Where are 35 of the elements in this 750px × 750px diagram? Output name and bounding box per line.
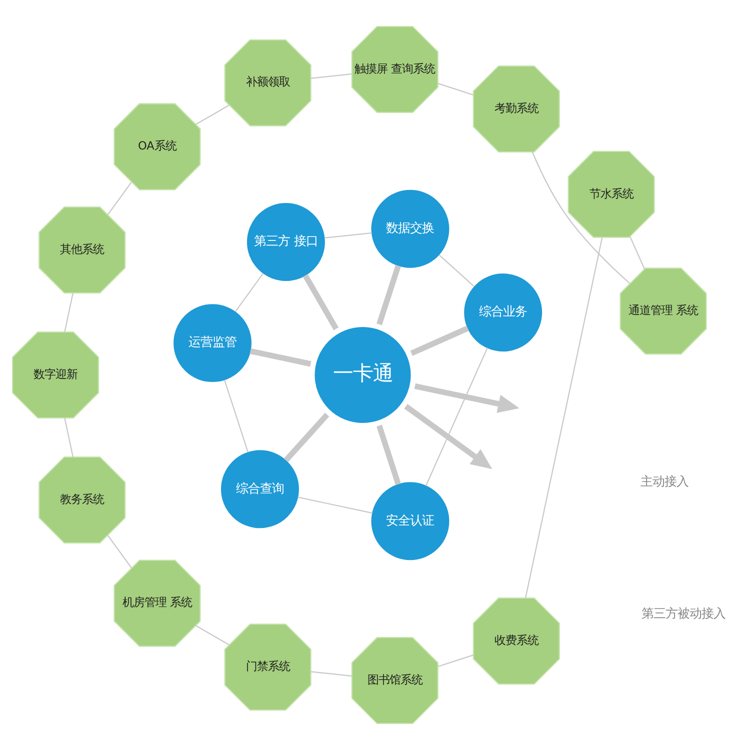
node-circle: 一卡通: [314, 326, 412, 424]
connector: [107, 182, 132, 215]
node-circle: 数据交换: [371, 190, 450, 268]
node-circle: 安全认证: [371, 482, 450, 560]
label: 主动接入: [640, 474, 688, 489]
connector: [630, 236, 646, 270]
connector: [64, 418, 74, 457]
connector: [525, 238, 603, 598]
connector: [310, 671, 352, 677]
connector: [310, 73, 352, 79]
connector: [376, 264, 401, 326]
arrow: [414, 383, 520, 413]
arrow: [404, 404, 492, 470]
connector: [302, 274, 339, 330]
connector: [64, 292, 74, 332]
connector: [438, 82, 474, 96]
label: 第三方被动接入: [642, 606, 726, 621]
connector: [196, 104, 230, 125]
connector: [107, 534, 132, 568]
connector: [532, 152, 630, 284]
node-circle: 综合业务: [464, 274, 542, 352]
connector: [196, 625, 230, 646]
connector: [250, 348, 312, 367]
node-circle: 综合查询: [221, 450, 299, 528]
node-circle: 运营监管: [174, 304, 252, 382]
connector: [234, 273, 264, 312]
connector: [284, 412, 330, 462]
node-circle: 第三方 接口: [246, 202, 325, 281]
connector: [438, 654, 474, 668]
connector: [438, 254, 475, 287]
connector: [324, 232, 372, 238]
connector: [298, 496, 372, 514]
connector: [224, 380, 249, 452]
connector: [376, 424, 401, 486]
connector: [410, 326, 469, 356]
